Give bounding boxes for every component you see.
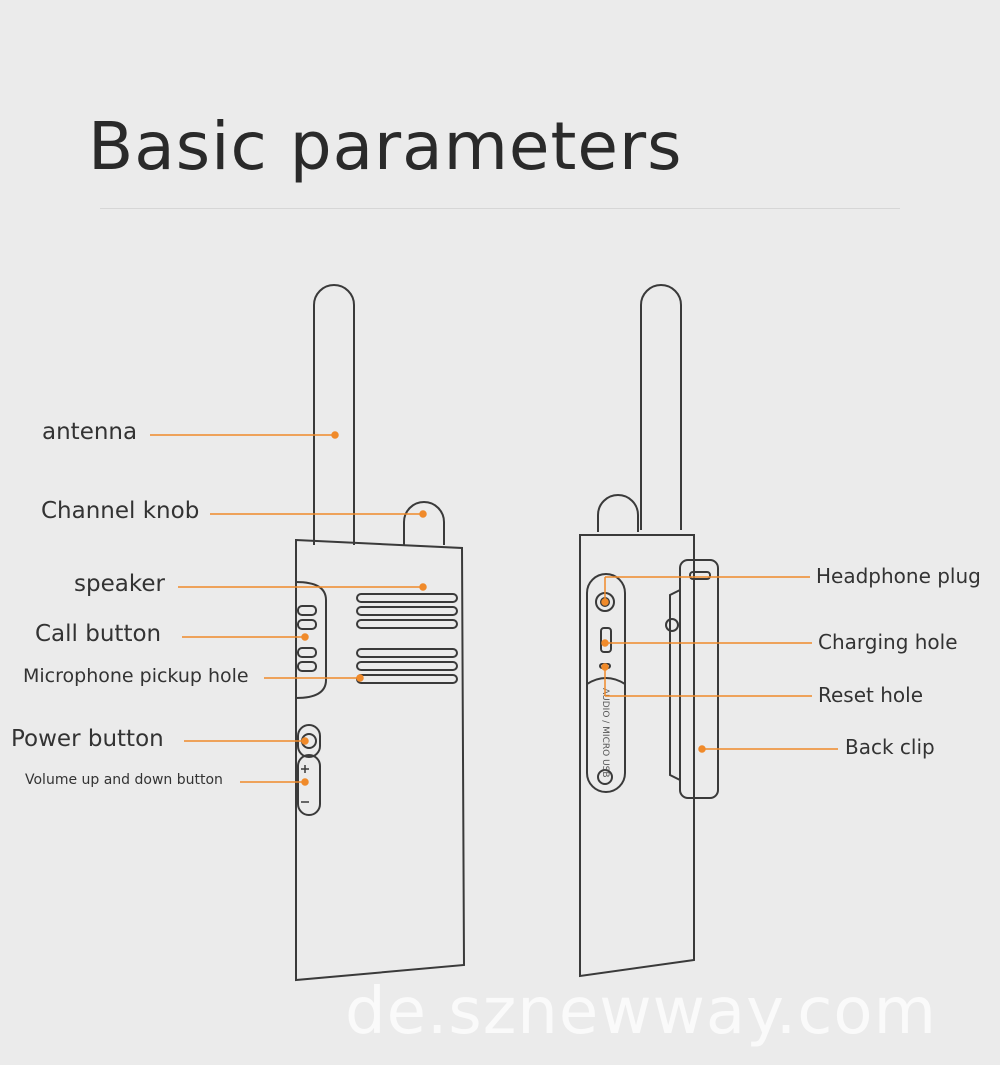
label-power-button: Power button bbox=[11, 726, 164, 752]
title-divider bbox=[100, 208, 900, 209]
front-body bbox=[295, 538, 466, 982]
label-headphone: Headphone plug bbox=[816, 564, 981, 588]
call-key bbox=[297, 661, 317, 672]
label-antenna: antenna bbox=[42, 419, 138, 445]
label-reset: Reset hole bbox=[818, 683, 923, 707]
side-body bbox=[579, 534, 695, 978]
side-port-text: AUDIO / MICRO USB bbox=[600, 688, 610, 778]
label-microphone: Microphone pickup hole bbox=[23, 665, 249, 687]
label-channel-knob: Channel knob bbox=[41, 498, 200, 524]
speaker-grille bbox=[356, 619, 458, 629]
call-key bbox=[297, 605, 317, 616]
speaker-grille bbox=[356, 674, 458, 684]
call-key bbox=[297, 647, 317, 658]
watermark: de.sznewway.com bbox=[345, 975, 937, 1049]
label-back-clip: Back clip bbox=[845, 735, 935, 759]
speaker-grille bbox=[356, 648, 458, 658]
speaker-grille bbox=[356, 606, 458, 616]
speaker-grille bbox=[356, 661, 458, 671]
port-cover-divider bbox=[586, 677, 626, 685]
usb-port bbox=[600, 627, 612, 653]
speaker-grille bbox=[356, 593, 458, 603]
volume-rocker bbox=[297, 754, 321, 816]
label-call-button: Call button bbox=[35, 621, 162, 647]
label-volume: Volume up and down button bbox=[25, 772, 223, 788]
bolt-icon bbox=[597, 769, 613, 785]
side-knob bbox=[597, 494, 639, 532]
page-title: Basic parameters bbox=[88, 108, 683, 185]
side-antenna bbox=[640, 284, 682, 530]
label-charging: Charging hole bbox=[818, 630, 958, 654]
label-speaker: speaker bbox=[74, 571, 165, 597]
back-clip-shape bbox=[679, 559, 719, 799]
front-channel-knob bbox=[403, 501, 445, 545]
front-side-panel bbox=[295, 581, 327, 699]
call-key bbox=[297, 619, 317, 630]
front-antenna bbox=[313, 284, 355, 545]
